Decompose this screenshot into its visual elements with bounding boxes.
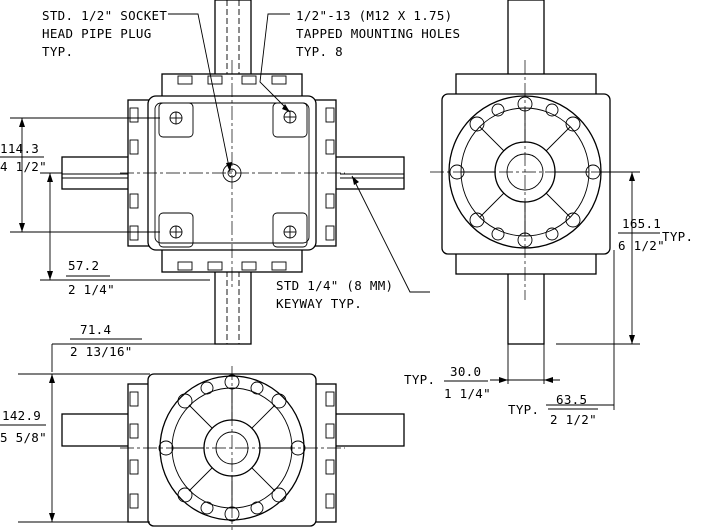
top-view [61, 0, 405, 345]
shaft-center-height-metric: 57.2 [68, 258, 99, 273]
shaft-extension-suffix: TYP. [662, 229, 693, 244]
shaft-length-prefix: TYP. [508, 402, 539, 417]
hole-spacing-imperial: 4 1/2" [0, 159, 47, 174]
front-view [61, 366, 405, 530]
socket-plug-callout-line-1: STD. 1/2" SOCKET [42, 8, 167, 23]
hole-spacing-metric: 114.3 [0, 141, 39, 156]
front-offset-imperial: 2 13/16" [70, 344, 133, 359]
front-offset-metric: 71.4 [80, 322, 111, 337]
top-view-upper-shaft [214, 0, 252, 83]
shaft-center-height-imperial: 2 1/4" [68, 282, 115, 297]
dimension-lines [10, 117, 640, 523]
socket-plug-callout-line-2: HEAD PIPE PLUG [42, 26, 152, 41]
mounting-holes-callout-line-1: 1/2"-13 (M12 X 1.75) [296, 8, 453, 23]
side-view-bolts [449, 96, 601, 248]
front-height-metric: 142.9 [2, 408, 41, 423]
side-view [430, 0, 620, 345]
side-view-housing [441, 93, 611, 255]
socket-plug-callout-line-3: TYP. [42, 44, 73, 59]
keyway-callout-line-1: STD 1/4" (8 MM) [276, 278, 393, 293]
shaft-extension-metric: 165.1 [622, 216, 661, 231]
shaft-diameter-metric: 30.0 [450, 364, 481, 379]
mounting-holes-callout-line-2: TAPPED MOUNTING HOLES [296, 26, 460, 41]
shaft-length-metric: 63.5 [556, 392, 587, 407]
front-view-flange-bolts [129, 391, 335, 509]
mounting-holes-callout-line-3: TYP. 8 [296, 44, 343, 59]
shaft-diameter-imperial: 1 1/4" [444, 386, 491, 401]
shaft-length-imperial: 2 1/2" [550, 412, 597, 427]
top-view-mounting-holes [158, 102, 308, 248]
front-height-imperial: 5 5/8" [0, 430, 47, 445]
keyway-callout-line-2: KEYWAY TYP. [276, 296, 362, 311]
side-view-lower-shaft [507, 267, 545, 345]
top-view-flange-bolts [129, 75, 335, 271]
top-view-lower-shaft [214, 261, 252, 345]
shaft-diameter-prefix: TYP. [404, 372, 435, 387]
callout-leaders [168, 13, 430, 293]
side-view-upper-shaft [507, 0, 545, 81]
shaft-extension-imperial: 6 1/2" [618, 238, 665, 253]
